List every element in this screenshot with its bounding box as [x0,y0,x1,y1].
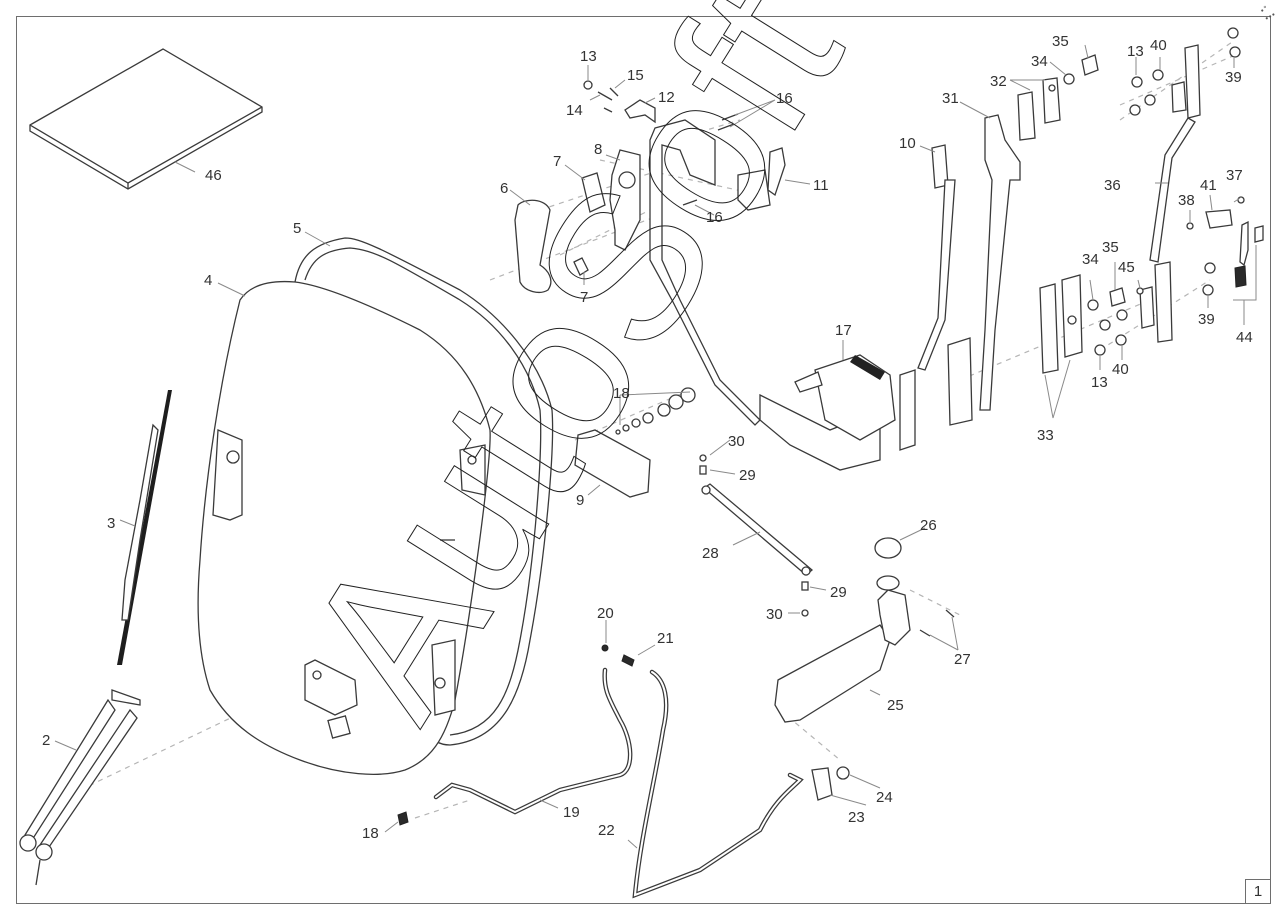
part-3-wiper-blade [117,390,172,665]
callout-27: 27 [954,651,971,668]
callout-38: 38 [1178,192,1195,209]
callout-12: 12 [658,89,675,106]
callout-4: 4 [204,272,212,289]
callout-25: 25 [887,697,904,714]
callout-11: 11 [813,177,829,194]
callout-10: 10 [899,135,916,152]
fasteners-13-14-15 [583,80,619,113]
parts-29-30-fittings [699,454,809,617]
callout-7-upper: 7 [553,153,561,170]
part-8-plate [609,149,641,251]
callout-44: 44 [1236,329,1253,346]
part-31-link [947,114,1021,426]
part-33-plates [1039,274,1083,374]
sheet-number: 1 [1253,883,1263,900]
callout-26: 26 [920,517,937,534]
part-41-bracket [1186,196,1245,230]
callout-37: 37 [1226,167,1243,184]
part-17-wiper-motor [759,354,916,471]
callout-33: 33 [1037,427,1054,444]
part-7-bezel [573,172,606,276]
part-11-latch [737,147,786,211]
callout-3: 3 [107,515,115,532]
part-12-bracket [624,99,656,124]
part-23-pump [811,767,833,801]
callout-24: 24 [876,789,893,806]
callout-34-top: 34 [1031,53,1048,70]
callout-22: 22 [598,822,615,839]
callout-5: 5 [293,220,301,237]
callout-6: 6 [500,180,508,197]
part-9-block [574,429,651,498]
callout-16-top: 16 [776,90,793,107]
callout-28: 28 [702,545,719,562]
part-27-screws [919,609,955,637]
callout-14: 14 [566,102,583,119]
leader-lines [54,44,1257,849]
part-36-rod-hinge [1139,44,1201,343]
callout-35-top: 35 [1052,33,1069,50]
callout-23: 23 [848,809,865,826]
part-10-arm [917,144,956,371]
callout-21: 21 [657,630,674,647]
part-26-cap [874,537,902,591]
callout-29-lower: 29 [830,584,847,601]
part-6-handle [514,199,552,293]
callout-40-bottom: 40 [1112,361,1129,378]
callout-2: 2 [42,732,50,749]
callout-13-right-bottom: 13 [1091,374,1108,391]
callout-18-lower: 18 [362,825,379,842]
part-39-screws [1202,27,1241,296]
part-32-plates [1017,77,1061,141]
part-18-nozzle [397,811,409,826]
callout-labels: 46 5 4 3 2 6 7 7 8 9 10 11 12 13 13 13 1… [42,33,1253,842]
callout-30-upper: 30 [728,433,745,450]
callout-39-bottom: 39 [1198,311,1215,328]
callout-19: 19 [563,804,580,821]
callout-20: 20 [597,605,614,622]
callout-29-upper: 29 [739,467,756,484]
callout-35-bottom: 35 [1102,239,1119,256]
callout-18-upper: 18 [613,385,630,402]
part-34-35-stop [1063,54,1099,85]
parts-20-21-nozzles [601,644,635,667]
callout-30-lower: 30 [766,606,783,623]
callout-16-bottom: 16 [706,209,723,226]
part-24-grommet [836,766,850,780]
part-18-washers [615,387,696,435]
callout-7-lower: 7 [580,289,588,306]
callout-13-right-top: 13 [1127,43,1144,60]
callout-34-bottom: 34 [1082,251,1099,268]
nuts-13-40 [1087,69,1164,356]
part-19-hose [433,667,633,815]
callout-40-top: 40 [1150,37,1167,54]
drawing-frame [16,16,1271,904]
callout-39-top: 39 [1225,69,1242,86]
door-frame-bracket [649,119,761,426]
callout-36: 36 [1104,177,1121,194]
part-22-hose [632,669,804,899]
part-25-reservoir [774,589,911,723]
callout-46: 46 [205,167,222,184]
callout-45: 45 [1118,259,1135,276]
callout-9: 9 [576,492,584,509]
callout-13-top: 13 [580,48,597,65]
part-46-manual [29,48,263,190]
callout-41: 41 [1200,177,1217,194]
callout-17: 17 [835,322,852,339]
part-4-glass-panel [197,280,491,775]
callout-8: 8 [594,141,602,158]
callout-31: 31 [942,90,959,107]
callout-32: 32 [990,73,1007,90]
sheet-number-box: 1 [1245,879,1271,904]
callout-15: 15 [627,67,644,84]
part-2-wiper-arm [19,689,141,886]
part-44-switch [1234,220,1264,288]
part-28-rod [701,483,814,576]
